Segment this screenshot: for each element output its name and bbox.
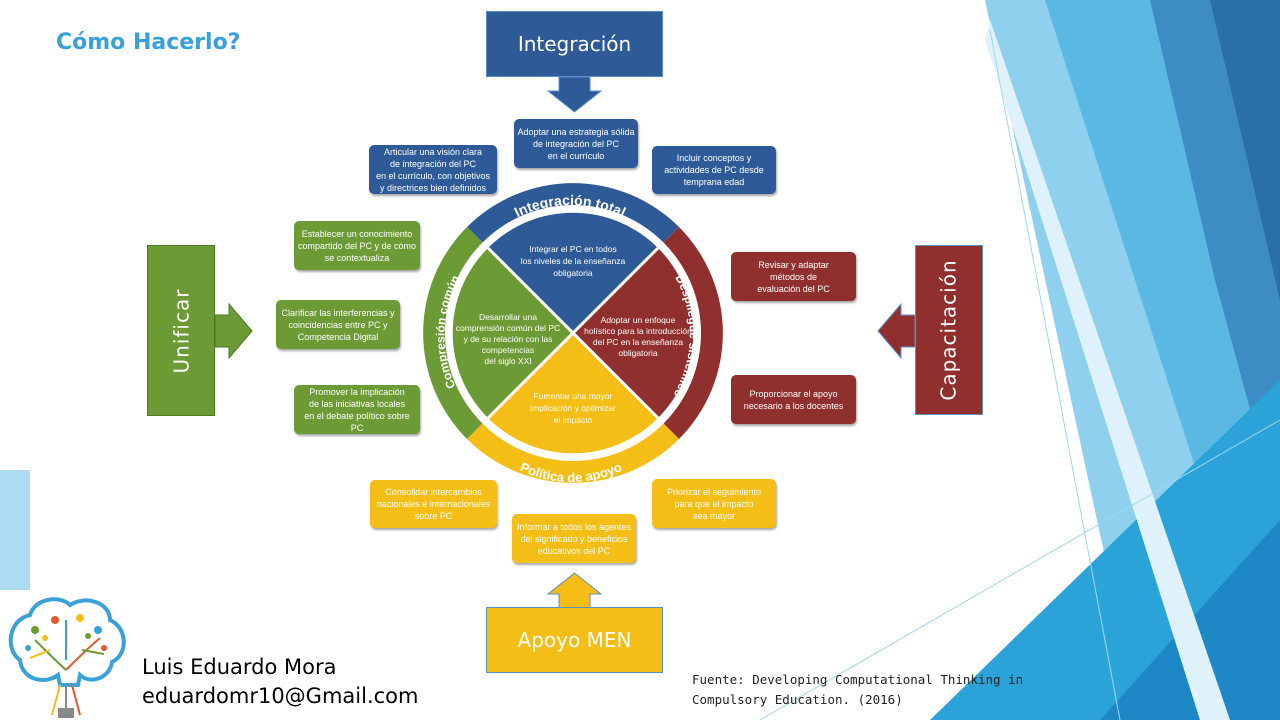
- svg-text:los niveles de la enseñanza: los niveles de la enseñanza: [521, 256, 626, 266]
- svg-text:del PC en la enseñanza: del PC en la enseñanza: [593, 337, 684, 347]
- arrow-down-icon: [547, 77, 602, 113]
- brain-logo-icon: [0, 590, 132, 720]
- apoyo-men-label-box: Apoyo MEN: [486, 607, 663, 673]
- quadrant-top-text: Integrar el PC en todos los niveles de l…: [521, 244, 626, 278]
- quadrant-right: [573, 248, 694, 418]
- quadrant-right-text: Adoptar un enfoque holístico para la int…: [584, 315, 692, 358]
- quadrant-top: [488, 212, 658, 333]
- source-citation: Fuente: Developing Computational Thinkin…: [692, 670, 1052, 710]
- svg-text:holístico para la introducción: holístico para la introducción: [584, 326, 692, 336]
- arrow-left-icon: [877, 303, 915, 359]
- strategy-wheel: Integración total Despliegue sistémico P…: [423, 183, 723, 485]
- author-name: Luis Eduardo Mora: [142, 655, 337, 679]
- quadrant-bottom-text: Fomentar una mayor implicación y optimiz…: [530, 391, 616, 425]
- svg-text:y de su relación con las: y de su relación con las: [464, 334, 553, 344]
- capacitacion-label-box: Capacitación: [915, 245, 983, 415]
- source-line-1: Fuente: Developing Computational Thinkin…: [692, 672, 1024, 687]
- quadrant-left-text: Desarrollar una comprensión común del PC…: [456, 312, 560, 366]
- unificar-label-box: Unificar: [147, 245, 215, 416]
- source-line-2: Compulsory Education. (2016): [692, 692, 903, 707]
- svg-text:Desarrollar una: Desarrollar una: [479, 312, 537, 322]
- unificar-label: Unificar: [169, 288, 194, 373]
- quadrant-left: [452, 248, 573, 418]
- arrow-up-icon: [547, 572, 602, 608]
- svg-text:comprensión común del PC: comprensión común del PC: [456, 323, 560, 333]
- integracion-label: Integración: [517, 32, 632, 56]
- svg-text:obligatoria: obligatoria: [618, 348, 657, 358]
- svg-text:Integrar el PC en todos: Integrar el PC en todos: [529, 244, 616, 254]
- svg-text:competencias: competencias: [482, 345, 534, 355]
- svg-text:del siglo XXI: del siglo XXI: [484, 356, 531, 366]
- page-title: Cómo Hacerlo?: [56, 30, 241, 55]
- apoyo-men-label: Apoyo MEN: [517, 628, 632, 652]
- svg-text:el impacto: el impacto: [554, 415, 593, 425]
- svg-text:implicación y optimizar: implicación y optimizar: [530, 403, 616, 413]
- svg-text:Fomentar una mayor: Fomentar una mayor: [534, 391, 613, 401]
- svg-text:obligatoria: obligatoria: [553, 268, 592, 278]
- quadrant-bottom: [488, 333, 658, 454]
- svg-text:Adoptar un enfoque: Adoptar un enfoque: [601, 315, 676, 325]
- capacitacion-label: Capacitación: [937, 259, 962, 401]
- arrow-right-icon: [215, 303, 253, 359]
- integracion-label-box: Integración: [486, 11, 663, 77]
- author-email[interactable]: eduardomr10@Gmail.com: [142, 684, 419, 708]
